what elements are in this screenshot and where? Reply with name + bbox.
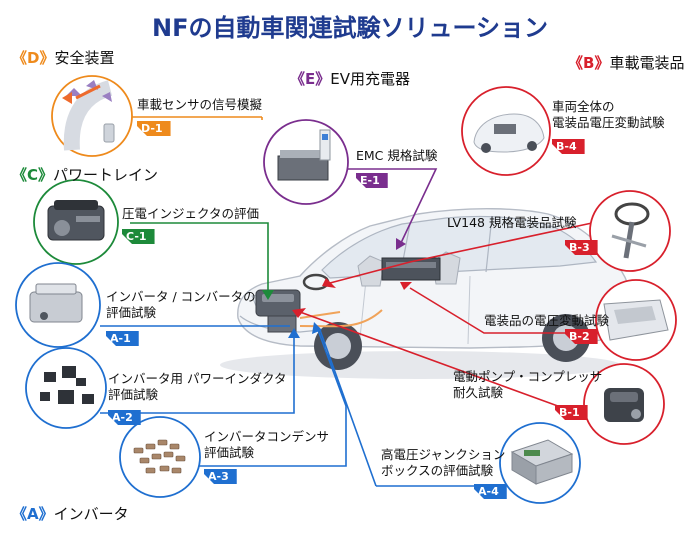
item-c1-label: 圧電インジェクタの評価 <box>122 206 260 221</box>
category-d-bracket-close: 》 <box>39 49 55 67</box>
item-a4-tag: A-4 <box>474 484 507 499</box>
category-d-header: 《D》安全装置 <box>12 47 115 68</box>
category-e-header: 《E》EV用充電器 <box>290 68 410 89</box>
item-a3-label-line2: 評価試験 <box>204 445 255 460</box>
line-b3 <box>329 222 593 284</box>
item-e1-tag: E-1 <box>356 173 388 188</box>
category-b-header: 《B》車載電装品 <box>568 52 684 73</box>
thumb-b4 <box>461 86 551 176</box>
car-engine <box>255 289 301 317</box>
item-a1-label-line1: インバータ / コンバータの <box>106 289 256 304</box>
item-b1-tag: B-1 <box>555 405 588 420</box>
line-a2 <box>100 336 295 414</box>
thumb-a3 <box>119 416 201 498</box>
item-a1-tag: A-1 <box>106 331 139 346</box>
thumb-e1 <box>263 119 349 205</box>
item-a3-label: インバータコンデンサ 評価試験 <box>204 429 329 461</box>
category-a-bracket-open: 《 <box>12 505 28 523</box>
category-c-letter: C <box>27 166 39 184</box>
item-a4-label: 高電圧ジャンクション ボックスの評価試験 <box>381 447 505 479</box>
item-a2-label-line2: 評価試験 <box>108 387 159 402</box>
category-d-bracket-open: 《 <box>12 49 28 67</box>
line-b2 <box>409 287 592 334</box>
category-c-name: パワートレイン <box>53 166 159 184</box>
category-d-name: 安全装置 <box>54 49 115 67</box>
item-a3-label-line1: インバータコンデンサ <box>204 429 330 444</box>
category-a-name: インバータ <box>53 505 129 523</box>
item-b3-tag: B-3 <box>565 240 598 255</box>
car-b-pillar <box>485 215 493 273</box>
category-e-bracket-close: 》 <box>315 70 331 88</box>
category-a-letter: A <box>27 505 39 523</box>
category-c-bracket-open: 《 <box>12 166 28 184</box>
item-a2-label-line1: インバータ用 パワーインダクタ <box>108 371 287 386</box>
item-a1-label: インバータ / コンバータの 評価試験 <box>106 289 256 321</box>
item-a1-label-line2: 評価試験 <box>106 305 157 320</box>
item-b4-label-line2: 電装品電圧変動試験 <box>552 115 665 130</box>
thumb-c1 <box>33 179 119 265</box>
item-d1-tag: D-1 <box>137 121 171 136</box>
category-c-header: 《C》パワートレイン <box>12 164 158 185</box>
category-e-name: EV用充電器 <box>330 70 411 88</box>
car-illustration <box>220 208 632 379</box>
item-d1-label: 車載センサの信号模擬 <box>137 97 263 112</box>
thumb-a2 <box>25 347 107 429</box>
car-door-lines <box>359 275 471 345</box>
category-e-bracket-open: 《 <box>290 70 306 88</box>
category-d-letter: D <box>27 49 40 67</box>
item-c1-tag: C-1 <box>122 229 155 244</box>
item-b1-label-line2: 耐久試験 <box>453 385 504 400</box>
item-a4-label-line2: ボックスの評価試験 <box>381 463 494 478</box>
item-e1-label: EMC 規格試験 <box>356 148 438 163</box>
thumb-b3 <box>589 190 671 272</box>
car-cables <box>299 309 383 328</box>
category-b-letter: B <box>583 54 595 72</box>
thumb-b1 <box>583 363 665 445</box>
item-a2-label: インバータ用 パワーインダクタ 評価試験 <box>108 371 286 403</box>
category-b-bracket-open: 《 <box>568 54 584 72</box>
item-b1-label-line1: 電動ポンプ・コンプレッサ <box>453 369 603 384</box>
line-e1 <box>346 168 438 246</box>
item-b4-label: 車両全体の 電装品電圧変動試験 <box>552 99 665 131</box>
item-a3-tag: A-3 <box>204 469 237 484</box>
item-b4-label-line1: 車両全体の <box>552 99 615 114</box>
category-a-bracket-close: 》 <box>38 505 54 523</box>
category-e-letter: E <box>305 70 316 88</box>
thumb-a1 <box>15 262 101 348</box>
thumb-b2 <box>595 279 677 361</box>
line-a3 <box>198 329 347 467</box>
item-b2-tag: B-2 <box>565 329 598 344</box>
category-b-name: 車載電装品 <box>609 54 685 72</box>
line-c1 <box>130 222 269 292</box>
item-b2-label: 電装品の電圧変動試験 <box>484 313 610 328</box>
thumb-a4 <box>499 422 581 504</box>
category-c-bracket-close: 》 <box>38 166 54 184</box>
item-a2-tag: A-2 <box>108 410 141 425</box>
category-b-bracket-close: 》 <box>594 54 610 72</box>
thumb-d1 <box>51 75 133 157</box>
item-b3-label: LV148 規格電装品試験 <box>447 215 577 230</box>
diagram-title: NFの自動車関連試験ソリューション <box>152 14 548 42</box>
item-b1-label: 電動ポンプ・コンプレッサ 耐久試験 <box>453 369 602 401</box>
item-a4-label-line1: 高電圧ジャンクション <box>381 447 506 462</box>
car-inverter <box>267 315 297 333</box>
item-b4-tag: B-4 <box>552 139 585 154</box>
category-a-header: 《A》インバータ <box>12 503 129 524</box>
